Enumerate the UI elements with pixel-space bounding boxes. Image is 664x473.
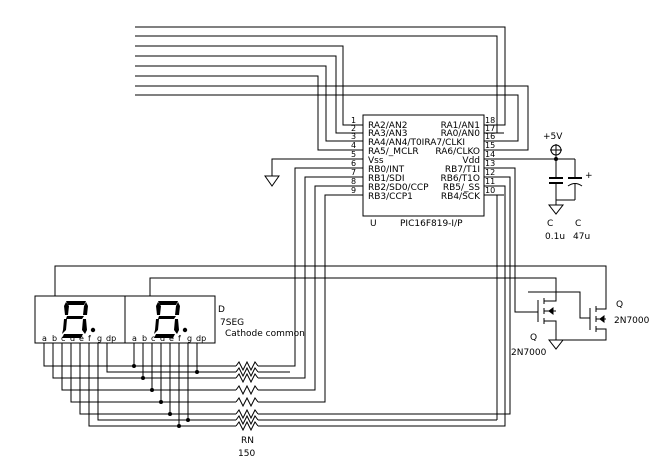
seg-label-g-1: g [97, 334, 102, 343]
transistor-right [528, 291, 607, 341]
seg-label-g-2: g [187, 334, 192, 343]
seven-seg-display: a b c d e f g dp a b c d e f g dp [34, 295, 216, 344]
transistor-left [537, 292, 565, 350]
seg-label-e-1: e [79, 334, 84, 343]
pin-name-1: RA2/AN2 [368, 121, 407, 131]
pin-num-1: 1 [351, 116, 356, 125]
pin-name-11: RB5/_SS [443, 183, 480, 193]
mcu-part: PIC16F819-I/P [400, 219, 463, 229]
pin-num-2: 2 [351, 124, 356, 133]
pin-num-6: 6 [351, 159, 356, 168]
pin-name-5: Vss [368, 156, 384, 166]
pin-num-9: 9 [351, 186, 356, 195]
rb-right-lines [258, 167, 538, 427]
cap-small-ref: C [547, 219, 553, 229]
seg-label-b-2: b [142, 334, 147, 343]
pin-num-17: 17 [485, 124, 495, 133]
pin-name-9: RB3/CCP1 [368, 192, 413, 202]
pin-num-7: 7 [351, 168, 356, 177]
common-cathode-lines [54, 265, 607, 296]
seg-label-a-2: a [132, 334, 137, 343]
mcu-ref: U [370, 219, 377, 229]
seg-label-dp-2: dp [196, 334, 206, 343]
pin-name-2: RA3/AN3 [368, 129, 407, 139]
pin-name-14: Vdd [462, 156, 480, 166]
pin-num-3: 3 [351, 132, 356, 141]
pin-name-10: RB4/SCK [441, 192, 481, 202]
seg-label-a-1: a [42, 334, 47, 343]
cap-small-value: 0.1u [545, 232, 565, 242]
transistor-left-ref: Q [530, 333, 537, 343]
pin-num-10: 10 [485, 186, 495, 195]
resistor-ref: RN [241, 436, 254, 446]
digit-2 [154, 301, 188, 338]
pin-name-6: RB0/INT [368, 165, 405, 175]
seg-label-e-2: e [169, 334, 174, 343]
pin-num-14: 14 [485, 150, 495, 159]
cap-polarity: + [585, 171, 593, 181]
cap-big-value: 47u [573, 232, 590, 242]
ground-vss [264, 158, 343, 187]
pin-num-12: 12 [485, 168, 495, 177]
transistor-right-ref: Q [616, 300, 623, 310]
display-type: 7SEG [220, 318, 244, 328]
pin-num-15: 15 [485, 141, 495, 150]
pin-num-18: 18 [485, 116, 495, 125]
power-label: +5V [543, 132, 563, 142]
pin-name-18: RA1/AN1 [441, 121, 480, 131]
pin-name-8: RB2/SD0/CCP [368, 183, 429, 193]
seg-label-b-1: b [52, 334, 57, 343]
pin-num-4: 4 [351, 141, 356, 150]
rb-left-lines [258, 167, 343, 403]
seg-label-dp-1: dp [106, 334, 116, 343]
resistor-network [235, 360, 497, 432]
seg-label-f-1: f [88, 334, 91, 343]
resistor-value: 150 [238, 449, 255, 459]
pin-num-5: 5 [351, 150, 356, 159]
transistor-right-part: 2N7000 [614, 316, 650, 326]
segment-bus [43, 343, 236, 427]
pin-name-13: RB7/T1I [445, 165, 480, 175]
pin-num-8: 8 [351, 177, 356, 186]
display-note: Cathode common [225, 329, 305, 339]
digit-1 [62, 301, 96, 338]
cap-big-ref: C [575, 219, 581, 229]
seg-label-d-1: d [70, 334, 75, 343]
mcu-chip: 1 2 3 4 5 6 7 8 9 RA2/AN2 RA3/AN3 RA4/AN… [343, 114, 504, 229]
seg-label-d-2: d [160, 334, 165, 343]
seg-label-c-1: c [61, 334, 65, 343]
mcu-left-pin-stubs [343, 124, 363, 196]
pin-name-12: RB6/T1O [441, 174, 481, 184]
pin-num-11: 11 [485, 177, 495, 186]
pin-name-3: RA4/AN4/T0IRA7/CLKI [368, 138, 465, 148]
power-section: +5V + C 0.1u C 47u [504, 132, 593, 242]
pin-num-13: 13 [485, 159, 495, 168]
pin-num-16: 16 [485, 132, 495, 141]
seg-label-c-2: c [151, 334, 155, 343]
transistor-left-part: 2N7000 [511, 348, 547, 358]
pin-name-17: RA0/AN0 [441, 129, 481, 139]
mcu-right-pin-stubs [484, 124, 504, 196]
segment-junctions [132, 364, 199, 428]
pin-name-15: RA6/CLKO [435, 147, 480, 157]
pin-name-4: RA5/_MCLR [368, 147, 419, 157]
seg-label-f-2: f [178, 334, 181, 343]
display-ref: D [218, 305, 225, 315]
pin-name-7: RB1/SDI [368, 174, 404, 184]
